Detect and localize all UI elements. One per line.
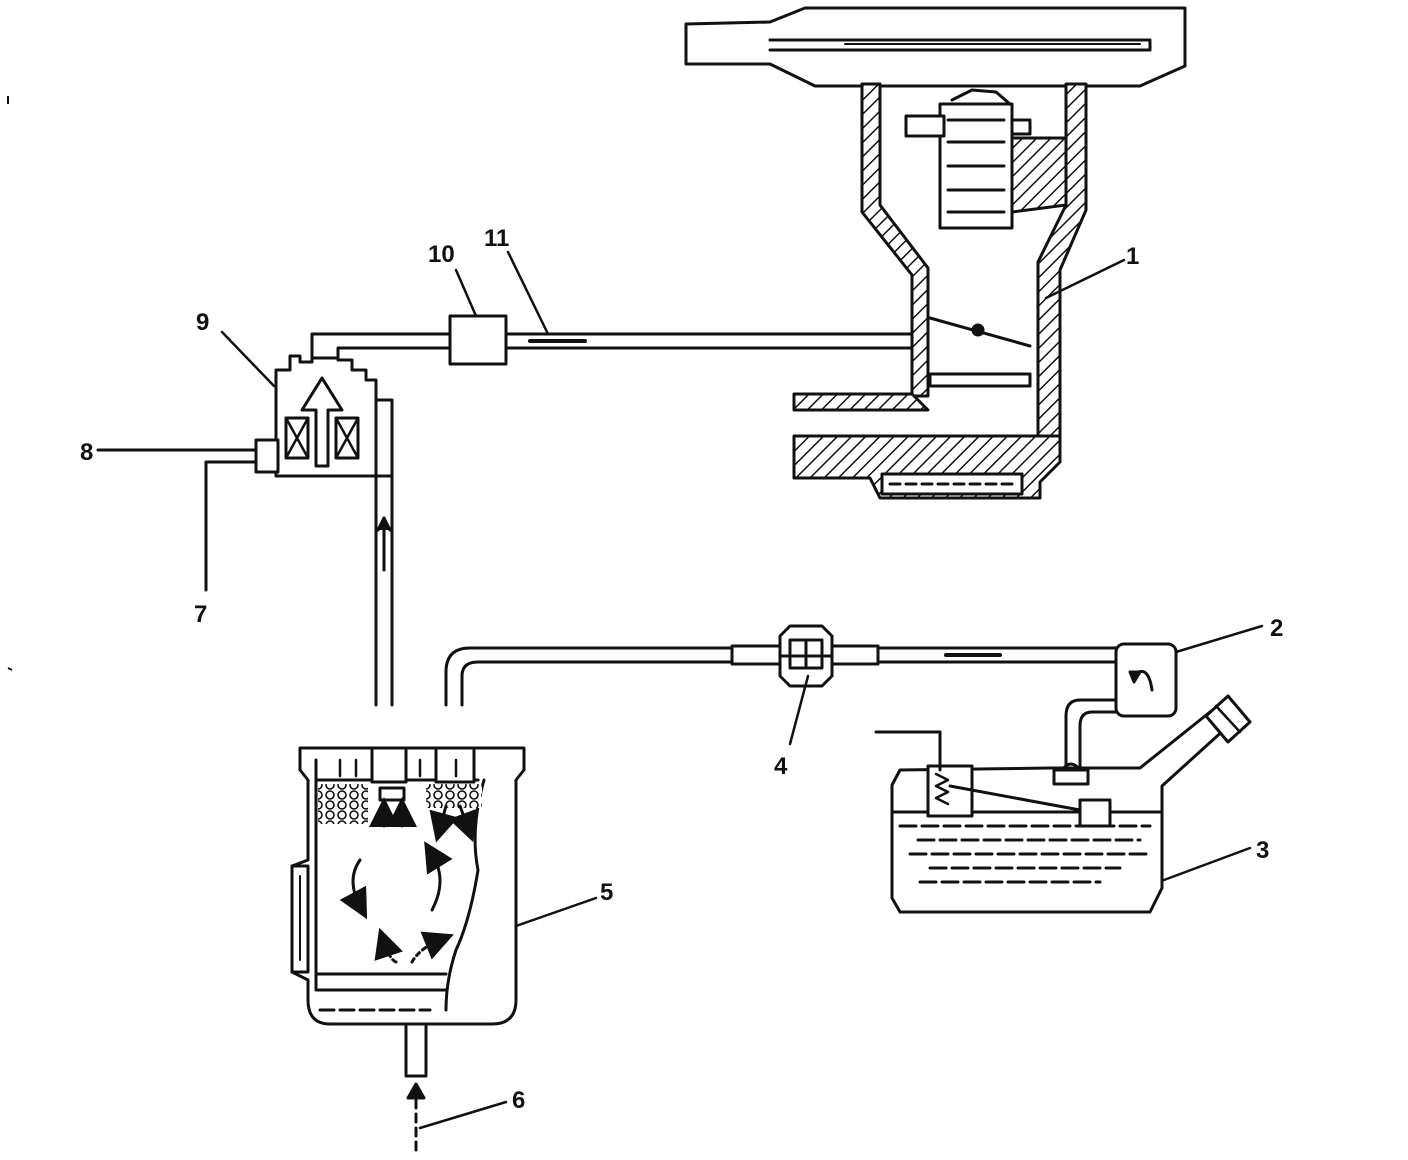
- fuel-tank: [874, 694, 1252, 914]
- leader-10: [454, 268, 478, 318]
- leader-6: [418, 1100, 508, 1130]
- leader-lines: [220, 250, 1264, 1130]
- label-3: 3: [1256, 837, 1269, 864]
- leader-11: [506, 250, 550, 336]
- label-9: 9: [196, 309, 209, 336]
- charcoal-canister: [290, 746, 526, 1078]
- label-10: 10: [428, 241, 455, 268]
- callout-labels: 1 2 3 4 5 6 7 8 9 10 11: [80, 225, 1283, 1114]
- check-valve: [778, 624, 834, 688]
- canister-to-valve-line: [374, 398, 394, 707]
- leader-5: [514, 896, 598, 928]
- vapor-line: [444, 644, 1118, 707]
- label-8: 8: [80, 439, 93, 466]
- scan-speck: [7, 667, 13, 671]
- leader-3: [1162, 846, 1252, 882]
- intake-manifold: [684, 6, 1187, 500]
- label-5: 5: [600, 879, 613, 906]
- label-7: 7: [194, 601, 207, 628]
- fresh-air-inlet: [406, 1082, 426, 1152]
- label-11: 11: [484, 225, 509, 252]
- leader-1: [1044, 258, 1126, 300]
- rollover-valve: [1064, 642, 1178, 777]
- purge-line: [310, 314, 914, 366]
- label-1: 1: [1126, 243, 1139, 270]
- purge-line-filter: [448, 314, 508, 366]
- leader-4: [788, 674, 810, 746]
- label-2: 2: [1270, 615, 1283, 642]
- purge-solenoid-valve: [96, 354, 394, 592]
- label-4: 4: [774, 753, 788, 780]
- leader-2: [1174, 624, 1264, 654]
- leader-9: [220, 330, 276, 388]
- label-6: 6: [512, 1087, 525, 1114]
